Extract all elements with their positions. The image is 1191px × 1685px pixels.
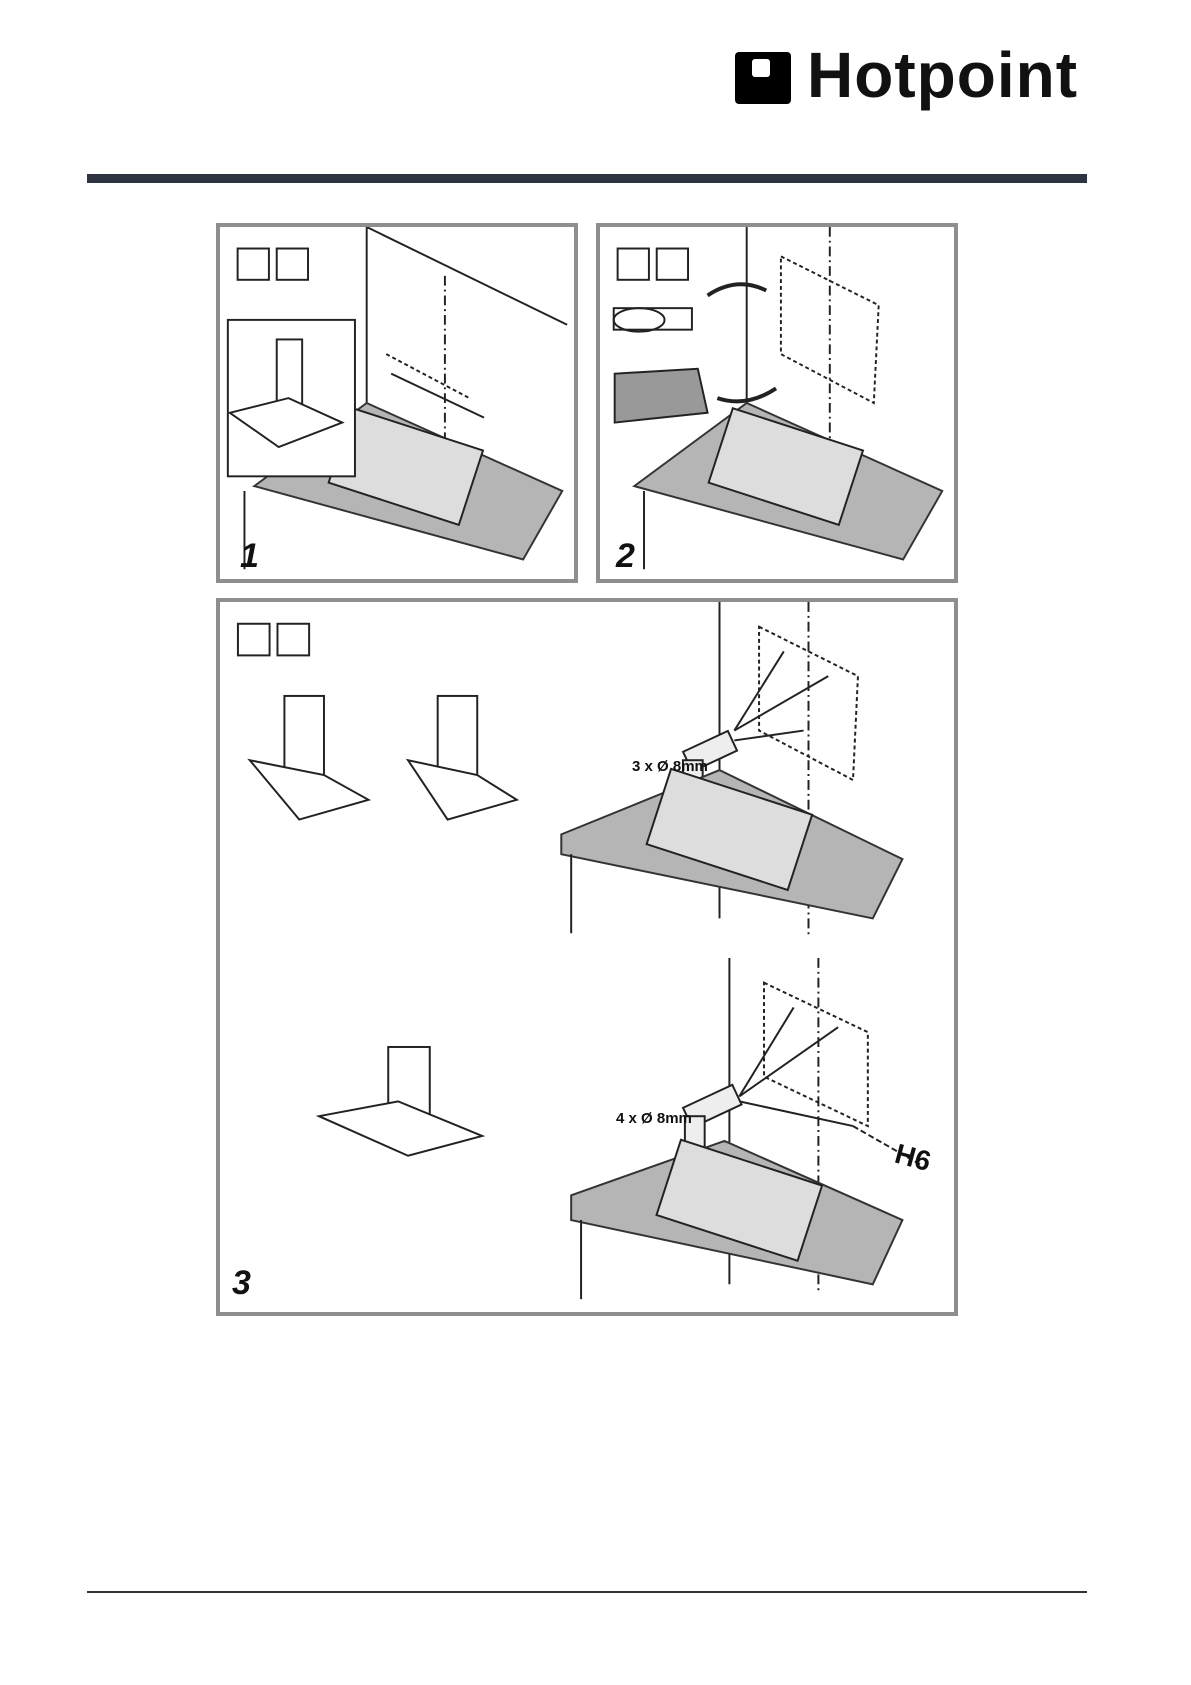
recirculation-icon	[238, 624, 270, 656]
step-2-illustration	[600, 227, 954, 579]
footer-rule	[87, 1591, 1087, 1593]
extraction-icon	[277, 624, 309, 656]
extraction-icon	[657, 249, 688, 280]
recirculation-icon	[618, 249, 649, 280]
step-2-panel: 2	[596, 223, 958, 583]
step-3-number: 3	[232, 1264, 251, 1303]
hotpoint-logo-mark	[735, 52, 791, 104]
recirculation-icon	[238, 249, 269, 280]
step-1-panel: 1	[216, 223, 578, 583]
drill-label-4-holes: 4 x Ø 8mm	[616, 1110, 692, 1127]
extraction-icon	[277, 249, 308, 280]
header-rule	[87, 174, 1087, 183]
step-1-number: 1	[240, 537, 259, 576]
brand-name: Hotpoint	[807, 38, 1078, 112]
step-2-number: 2	[616, 537, 635, 576]
hotpoint-logo: Hotpoint	[735, 52, 1090, 118]
drill-label-3-holes: 3 x Ø 8mm	[632, 758, 708, 775]
step-1-illustration	[220, 227, 574, 579]
step-3-illustration	[220, 602, 954, 1312]
step-3-panel: 3 x Ø 8mm 4 x Ø 8mm H6 3	[216, 598, 958, 1316]
